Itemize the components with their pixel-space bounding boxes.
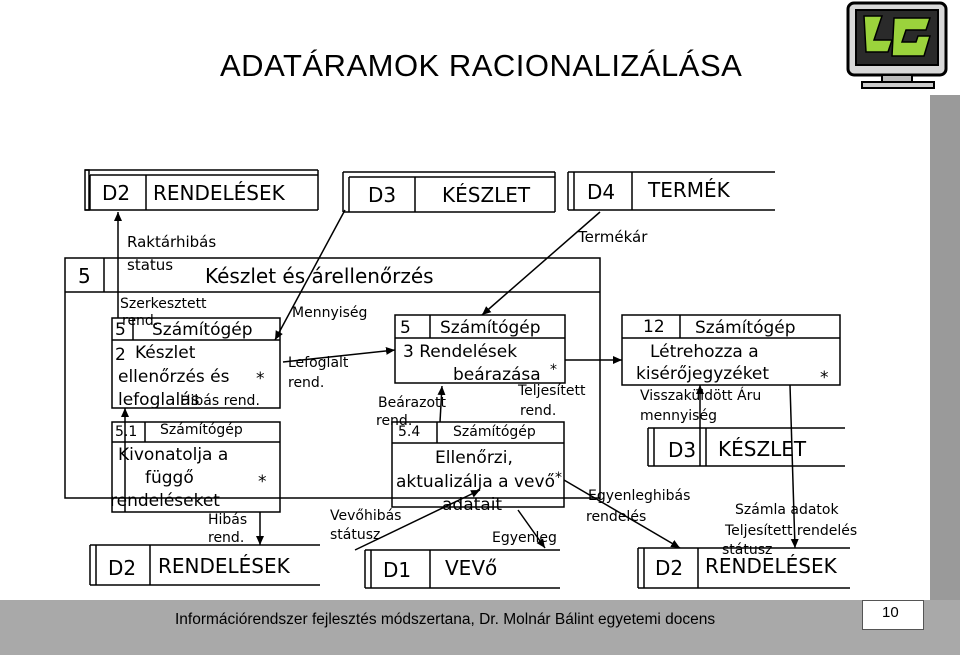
flow-egyenleghibas-rendeles: rendelés <box>586 509 647 525</box>
p54-line2: aktualizálja a vevő <box>396 472 555 492</box>
flow-teljesitett-status: státusz <box>722 542 773 558</box>
p52-line3: lefoglalás <box>118 390 200 410</box>
p53-star: * <box>550 362 557 378</box>
p51-line1: Kivonatolja a <box>118 445 229 465</box>
flow-lefoglalt-rend: rend. <box>288 375 325 391</box>
store-d2-bottom-left-name: RENDELÉSEK <box>158 554 290 578</box>
p52-machine: Számítógép <box>152 320 253 340</box>
flow-szerkesztett: Szerkesztett <box>120 296 207 312</box>
outer-process-name: Készlet és árellenőrzés <box>205 264 434 288</box>
computer-logo-icon <box>846 1 948 89</box>
store-d3-right-id: D3 <box>668 438 697 462</box>
p54-line3: adatait <box>442 495 503 515</box>
flow-vevohibas-status: státusz <box>330 527 381 543</box>
flow-termekar: Termékár <box>578 228 648 246</box>
slide-shadow-right <box>930 95 960 610</box>
flow-beárazott: Beárazott <box>378 395 447 411</box>
p51-line3: rendeléseket <box>110 491 220 511</box>
flow-egyenleg: Egyenleg <box>492 530 557 546</box>
store-d2-top-id: D2 <box>102 181 131 205</box>
p52-line1: Készlet <box>135 343 196 363</box>
store-d3-top-name: KÉSZLET <box>442 183 531 207</box>
p54-machine: Számítógép <box>453 424 536 440</box>
page-number: 10 <box>882 604 899 621</box>
p53-number: 5 <box>400 318 411 338</box>
store-d1-name: VEVő <box>445 556 498 580</box>
flow-szamla: Számla adatok <box>735 502 839 518</box>
p53-line2: beárazása <box>453 365 541 385</box>
p53-machine: Számítógép <box>440 318 541 338</box>
flow-status: status <box>127 256 174 274</box>
flow-teljesitett-rendeles: Teljesített rendelés <box>725 523 858 539</box>
p51-machine: Számítógép <box>160 422 243 438</box>
p12-line2: kisérőjegyzéket <box>636 364 770 384</box>
p51-number: 5.1 <box>115 424 138 440</box>
store-d2-top-shape <box>84 169 90 211</box>
store-d3-right-name: KÉSZLET <box>718 437 807 461</box>
flow-hibas-b-rend: rend. <box>208 530 245 546</box>
p12-number: 12 <box>643 317 665 337</box>
outer-process-number: 5 <box>78 264 91 288</box>
store-d4-top-id: D4 <box>587 180 616 204</box>
p54-star: * <box>555 470 562 486</box>
store-d2-bottom-right-name: RENDELÉSEK <box>705 554 837 578</box>
page-number-box <box>862 600 924 630</box>
flow-raktarhibas: Raktárhibás <box>127 233 217 251</box>
store-d4-top-name: TERMÉK <box>648 178 730 202</box>
flow-mennyiseg: Mennyiség <box>292 305 368 321</box>
p51-line2: függő <box>145 468 194 488</box>
flow-hibas-rend-a: Hibás rend. <box>180 393 260 409</box>
p54-number: 5.4 <box>398 424 421 440</box>
flow-rend1: rend. <box>122 313 159 329</box>
store-d2-top-name: RENDELÉSEK <box>153 181 285 205</box>
flow-vevohibas: Vevőhibás <box>330 508 402 524</box>
p52-number: 5 <box>115 320 126 340</box>
p54-line1: Ellenőrzi, <box>435 448 513 468</box>
footer-bar <box>0 600 960 655</box>
flow-visszakuldott-menny: mennyiség <box>640 408 717 424</box>
store-d1-id: D1 <box>383 558 412 582</box>
flow-visszakuldott: Visszaküldött Áru <box>640 388 762 404</box>
flow-teljesitett-rend: rend. <box>520 403 557 419</box>
flow-hibas-b: Hibás <box>208 512 248 528</box>
store-d2-bottom-right-id: D2 <box>655 556 684 580</box>
store-d2-bottom-left-id: D2 <box>108 556 137 580</box>
store-d3-top-id: D3 <box>368 183 397 207</box>
flow-beárazott-rend: rend. <box>376 413 413 429</box>
p52-line2: ellenőrzés és <box>118 367 230 387</box>
p52-sub: 2 <box>115 345 126 365</box>
p51-star: * <box>258 472 267 492</box>
p12-line1: Létrehozza a <box>650 342 759 362</box>
p12-star: * <box>820 368 829 388</box>
p12-machine: Számítógép <box>695 318 796 338</box>
p53-line1: 3 Rendelések <box>403 342 518 362</box>
flow-lefoglalt: Lefoglalt <box>288 355 349 371</box>
p52-star: * <box>256 369 265 389</box>
flow-teljesitett: Teljesített <box>518 383 586 399</box>
flow-egyenleghibas: Egyenleghibás <box>588 488 691 504</box>
page-title: ADATÁRAMOK RACIONALIZÁLÁSA <box>220 48 743 83</box>
footer-text: Információrendszer fejlesztés módszertan… <box>175 611 716 628</box>
